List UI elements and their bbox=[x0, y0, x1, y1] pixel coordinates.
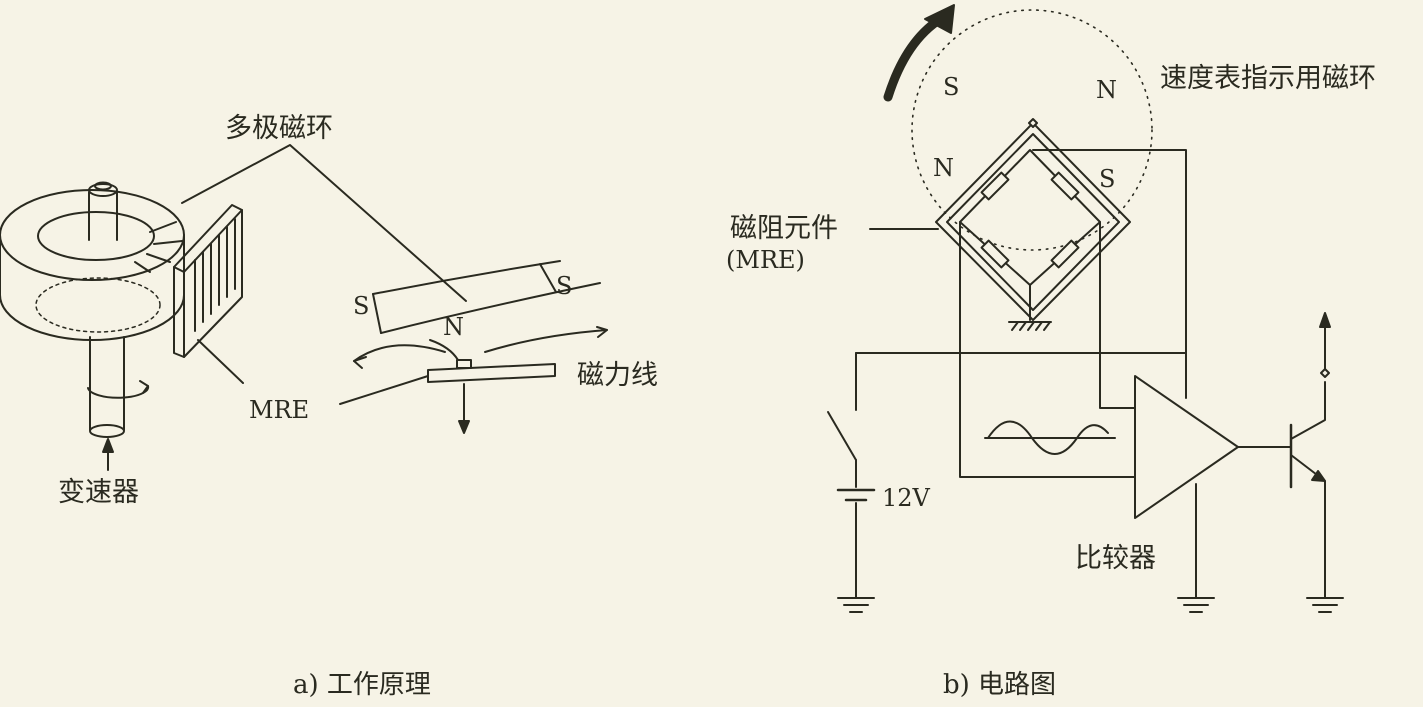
transmission-arrow bbox=[102, 438, 114, 453]
multipole-magnet-strip bbox=[372, 260, 601, 334]
battery-voltage-label: 12V bbox=[882, 484, 931, 512]
mre-sensor-plate bbox=[173, 204, 243, 358]
pole-s-top-left: S bbox=[943, 73, 959, 101]
pole-n-left: N bbox=[933, 154, 954, 182]
mre-bridge bbox=[935, 118, 1131, 331]
comparator-label: 比较器 bbox=[1075, 543, 1156, 574]
speedometer-magnet-ring bbox=[911, 9, 1153, 251]
ground-comparator bbox=[1177, 597, 1215, 613]
ground-battery bbox=[837, 597, 875, 613]
comparator-triangle bbox=[1134, 375, 1239, 519]
rotation-arrow-shaft bbox=[883, 13, 947, 102]
transmission-ring-assembly bbox=[0, 181, 185, 438]
mre-element bbox=[427, 359, 556, 434]
multipole-ring-leader bbox=[181, 144, 467, 302]
transmission-label: 变速器 bbox=[58, 477, 139, 508]
mre-element-label: 磁阻元件 bbox=[730, 213, 838, 244]
mre-label: MRE bbox=[249, 396, 309, 424]
pole-s-right-b: S bbox=[1099, 165, 1115, 193]
caption-b: b) 电路图 bbox=[943, 670, 1056, 700]
pole-s-right: S bbox=[556, 272, 572, 300]
mre-element-abbr: (MRE) bbox=[726, 246, 805, 274]
multipole-ring-label: 多极磁环 bbox=[225, 113, 333, 144]
rotation-arrow-head bbox=[924, 4, 955, 34]
field-lines-label: 磁力线 bbox=[577, 360, 658, 391]
circuit-wiring bbox=[827, 149, 1331, 599]
sine-waveform bbox=[984, 420, 1116, 455]
pole-n-center: N bbox=[443, 313, 464, 341]
mre-leader-right bbox=[339, 375, 429, 405]
pole-n-top-right: N bbox=[1096, 76, 1117, 104]
ground-transistor bbox=[1306, 597, 1344, 613]
field-lines bbox=[353, 326, 608, 369]
speedometer-ring-label: 速度表指示用磁环 bbox=[1160, 63, 1376, 94]
caption-a: a) 工作原理 bbox=[293, 670, 431, 700]
pole-s-left: S bbox=[353, 292, 369, 320]
mre-leader-left bbox=[197, 339, 244, 384]
